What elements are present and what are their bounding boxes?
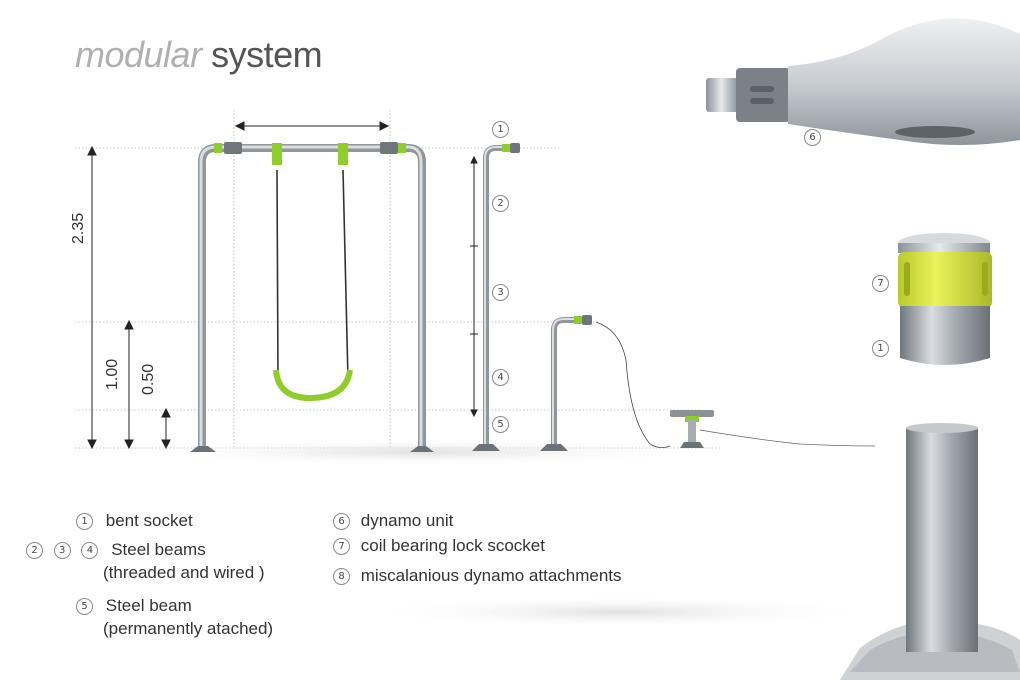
- socket-left: [224, 142, 242, 154]
- callout-7: 7: [872, 275, 889, 292]
- base-left: [190, 446, 216, 452]
- legend-text: Steel beam: [105, 596, 192, 615]
- callout-4: 4: [492, 369, 509, 386]
- legend-text: dynamo unit: [360, 511, 454, 530]
- dynamo-unit-render: [706, 18, 1020, 145]
- swing-frame: [190, 142, 434, 452]
- page-title: modular system: [75, 34, 323, 76]
- legend-num: 5: [76, 598, 93, 616]
- dim-low-height: 0.50: [140, 363, 157, 395]
- callout-1: 1: [492, 121, 509, 138]
- legend-item-dynamo-attachments: 8 miscalanious dynamo attachments: [333, 566, 622, 586]
- socket-right: [380, 142, 398, 154]
- legend-num: 2: [26, 542, 43, 560]
- legend-subtext: (threaded and wired ): [103, 563, 265, 582]
- callout-6: 6: [804, 129, 821, 146]
- legend-item-steel-beams: 2 3 4 Steel beams: [26, 540, 206, 560]
- title-light: modular: [75, 34, 202, 75]
- swing-seat: [273, 369, 353, 402]
- dimension-arrows: [87, 121, 478, 450]
- title-dark: system: [211, 34, 323, 75]
- base-right: [410, 446, 434, 452]
- legend-item-bent-socket: 1 bent socket: [76, 511, 193, 531]
- legend-text: bent socket: [105, 511, 193, 530]
- dim-mid-height: 1.00: [104, 358, 121, 390]
- callout-5: 5: [492, 416, 509, 433]
- hanger-left: [272, 143, 282, 165]
- callout-2: 2: [492, 195, 509, 212]
- steel-beam-render: [840, 423, 1020, 680]
- legend-text: miscalanious dynamo attachments: [360, 566, 622, 585]
- legend-text: Steel beams: [111, 540, 206, 559]
- legend-item-coil-socket: 7 coil bearing lock scocket: [333, 536, 545, 556]
- coil-socket-render: [898, 233, 992, 365]
- legend-num: 8: [333, 568, 350, 586]
- callout-1b: 1: [872, 340, 889, 357]
- legend-num: 7: [333, 538, 350, 556]
- legend-item-dynamo-unit: 6 dynamo unit: [333, 511, 453, 531]
- legend-num: 1: [76, 513, 93, 531]
- legend-text: coil bearing lock scocket: [360, 536, 545, 555]
- legend-shadow: [360, 596, 880, 628]
- single-post: [472, 143, 520, 451]
- legend-subtext: (permanently atached): [103, 619, 274, 638]
- dynamo-attachment: [670, 410, 714, 448]
- hanger-right: [338, 143, 348, 165]
- legend-num: 4: [81, 542, 99, 560]
- callout-3: 3: [492, 284, 509, 301]
- short-post: [540, 315, 876, 451]
- legend-item-steel-beam: 5 Steel beam: [76, 596, 192, 616]
- dim-total-height: 2.35: [70, 212, 87, 244]
- guide-lines: [75, 110, 720, 449]
- legend-num: 3: [53, 542, 71, 560]
- legend-num: 6: [333, 513, 350, 531]
